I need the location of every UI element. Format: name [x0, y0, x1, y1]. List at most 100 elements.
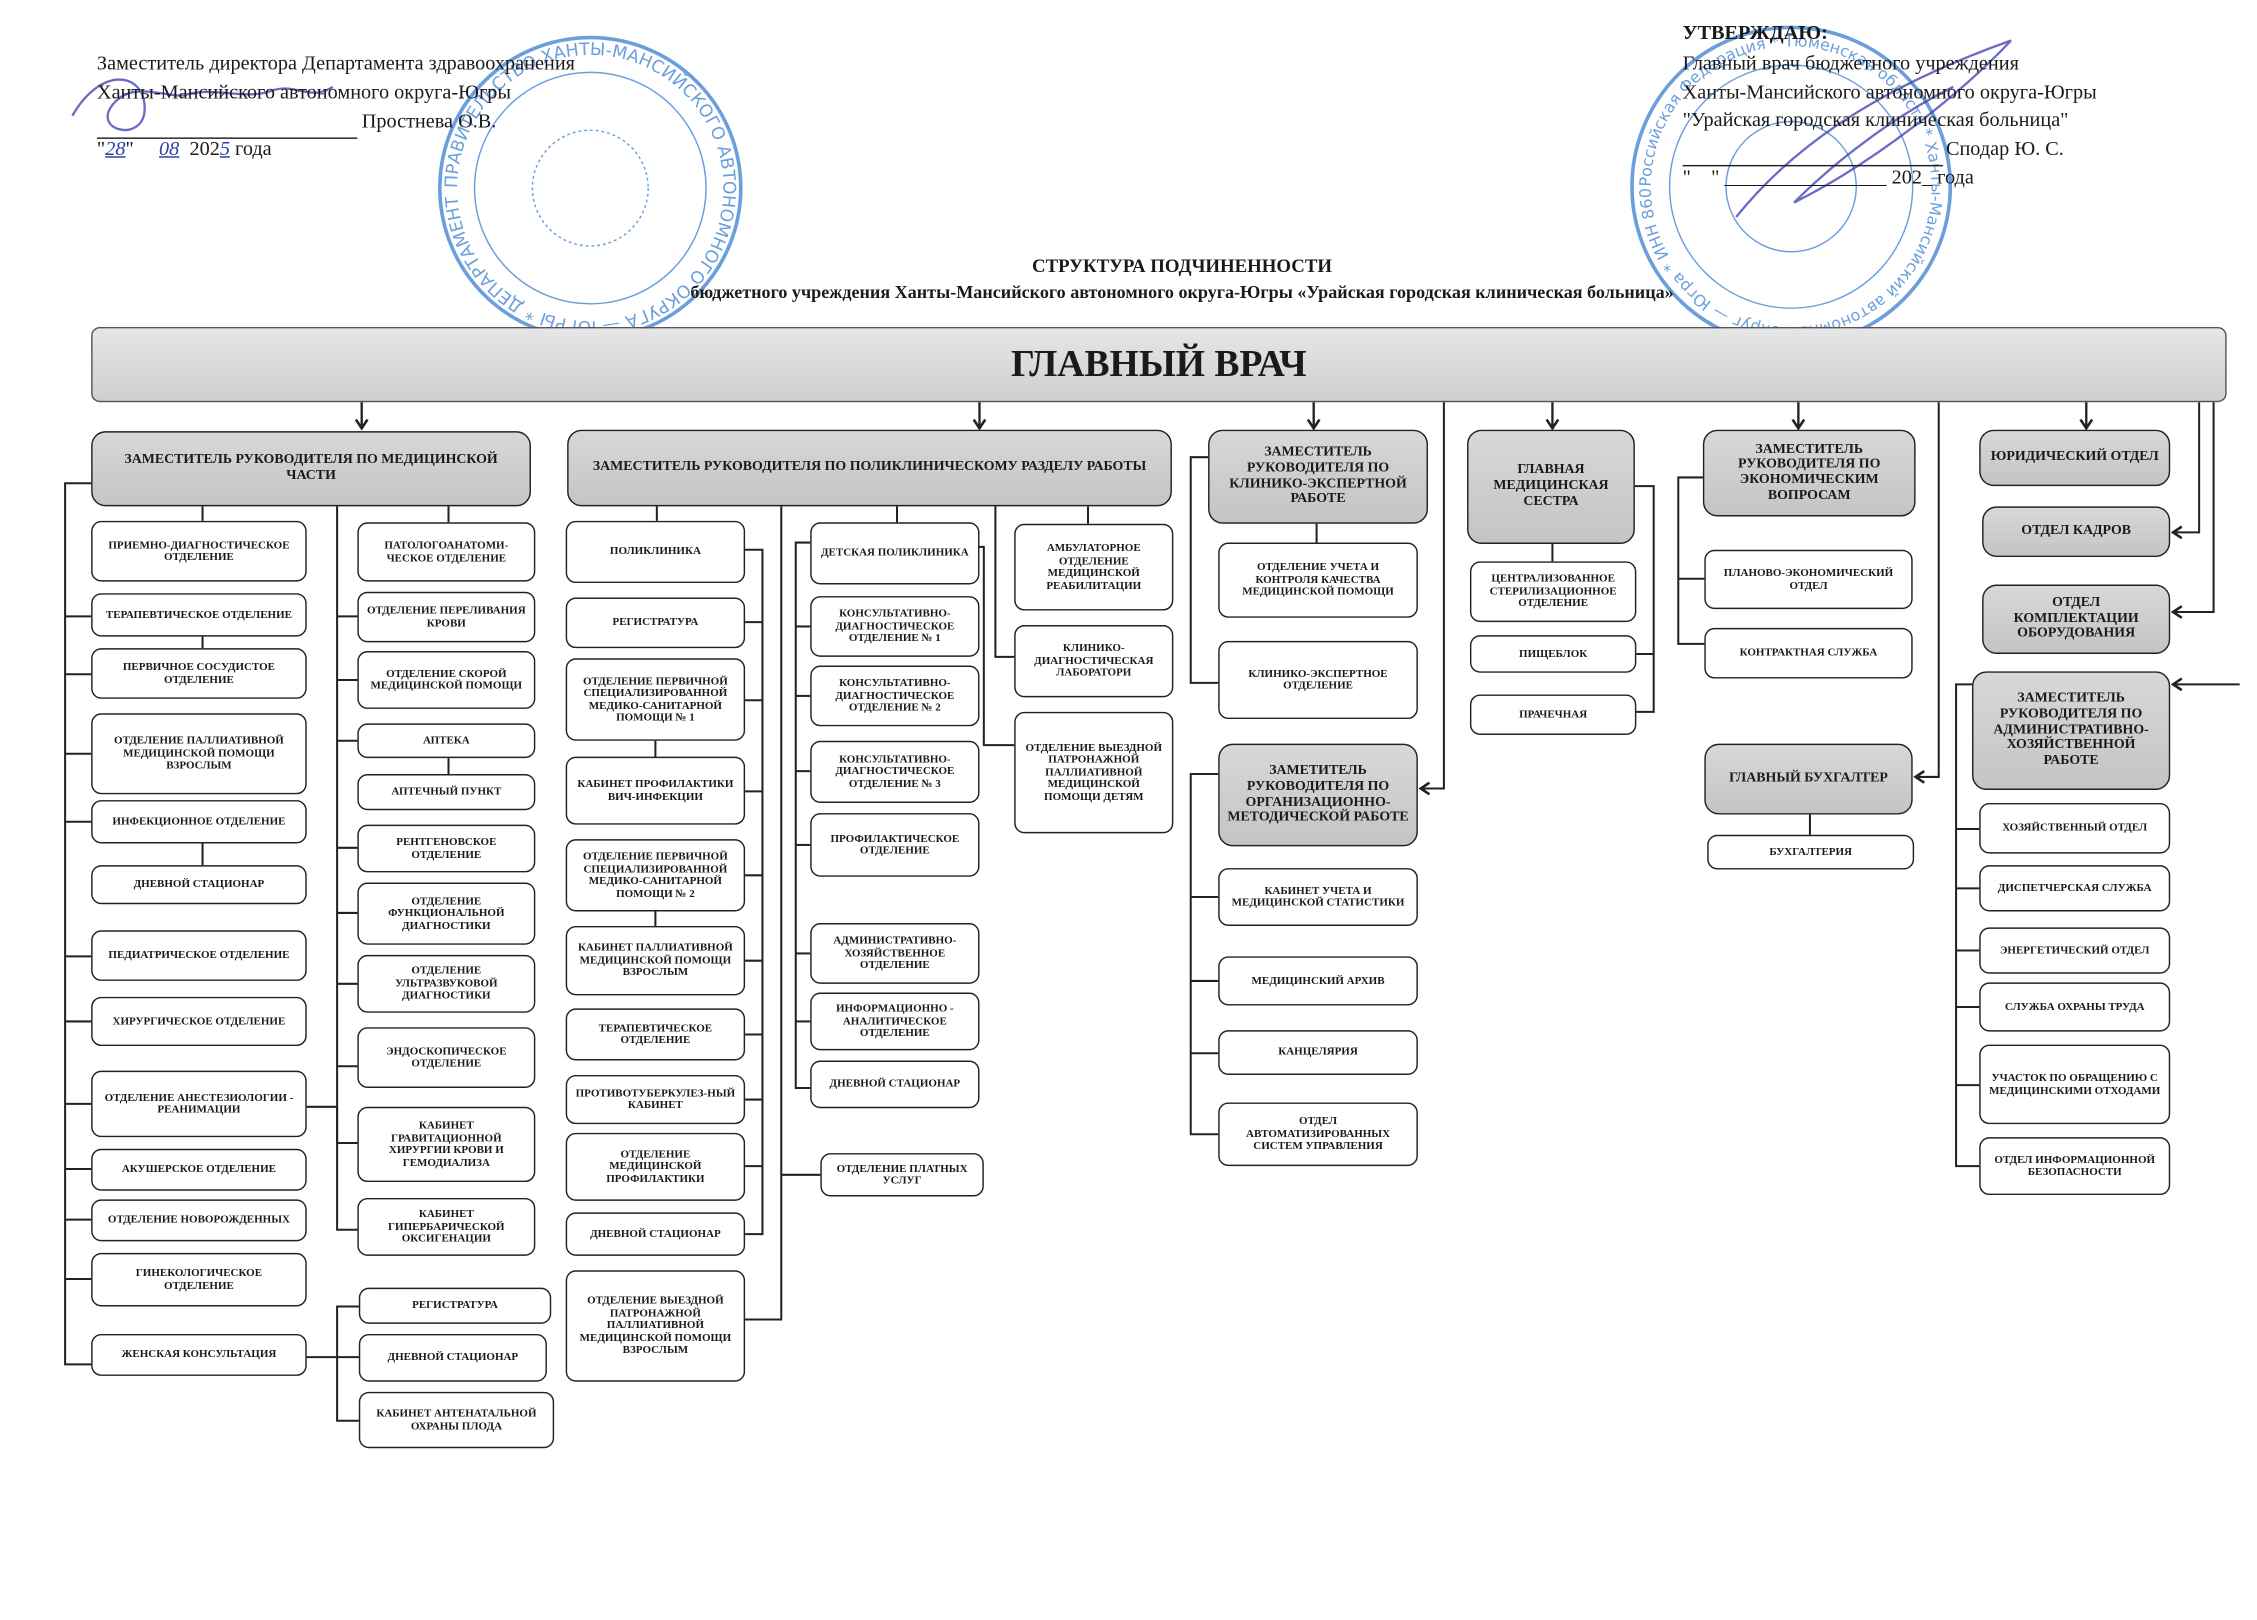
connector-line: [745, 548, 764, 1236]
approver-left-organization: Ханты-Мансийского автономного округа-Югр…: [96, 82, 512, 105]
administrative-unit-box: ДИСПЕТЧЕРСКАЯ СЛУЖБА: [1979, 865, 2171, 912]
connector-line: [794, 541, 811, 1090]
medical-unit-box: КАБИНЕТ АНТЕНАТАЛЬНОЙ ОХРАНЫ ПЛОДА: [358, 1391, 555, 1449]
polyclinic-unit-box: ТЕРАПЕВТИЧЕСКОЕ ОТДЕЛЕНИЕ: [565, 1008, 746, 1061]
arrowhead-icon: [1418, 781, 1431, 796]
polyclinic-unit-box: КОНСУЛЬТАТИВНО-ДИАГНОСТИЧЕСКОЕ ОТДЕЛЕНИЕ…: [810, 740, 980, 803]
nursing-unit-box: ПРАЧЕЧНАЯ: [1469, 694, 1637, 735]
medical-unit-box: РЕГИСТРАТУРА: [358, 1287, 552, 1324]
date-year-suffix: 5: [219, 138, 230, 161]
right-seal-stamp: Российская Федерация * Тюменская область…: [1628, 23, 1953, 348]
polyclinic-unit-box: ПОЛИКЛИНИКА: [565, 520, 746, 584]
approver-right-position: Главный врач бюджетного учреждения: [1682, 53, 2019, 76]
approver-left-date: "28" 08 2025 года: [96, 138, 272, 161]
date-year-prefix: 202: [189, 138, 220, 161]
connector-line: [1189, 456, 1219, 684]
document-title: СТРУКТУРА ПОДЧИНЕННОСТИ: [1031, 254, 1333, 277]
medical-unit-box: ПЕРВИЧНОЕ СОСУДИСТОЕ ОТДЕЛЕНИЕ: [91, 648, 307, 699]
approver-left-position: Заместитель директора Департамента здрав…: [96, 53, 575, 76]
medical-unit-box: ОТДЕЛЕНИЕ ПЕРЕЛИВАНИЯ КРОВИ: [357, 591, 536, 643]
polyclinic-unit-box: ОТДЕЛЕНИЕ ВЫЕЗДНОЙ ПАТРОНАЖНОЙ ПАЛЛИАТИВ…: [1014, 711, 1174, 834]
org-method-unit-box: ОТДЕЛ АВТОМАТИЗИРОВАННЫХ СИСТЕМ УПРАВЛЕН…: [1218, 1102, 1418, 1167]
date-month: 08: [159, 138, 180, 161]
polyclinic-unit-box: КОНСУЛЬТАТИВНО-ДИАГНОСТИЧЕСКОЕ ОТДЕЛЕНИЕ…: [810, 665, 980, 727]
connector-line: [2173, 402, 2201, 534]
polyclinic-unit-box: АДМИНИСТРАТИВНО-ХОЗЯЙСТВЕННОЕ ОТДЕЛЕНИЕ: [810, 923, 980, 984]
arrowhead-icon: [1913, 770, 1925, 784]
arrowhead-icon: [1545, 418, 1560, 431]
arrowhead-icon: [1306, 418, 1321, 431]
medical-unit-box: ОТДЕЛЕНИЕ ПАЛЛИАТИВНОЙ МЕДИЦИНСКОЙ ПОМОЩ…: [91, 713, 307, 795]
date-word: года: [1937, 167, 1974, 190]
deputy-administrative-box: ЗАМЕСТИТЕЛЬ РУКОВОДИТЕЛЯ ПО АДМИНИСТРАТИ…: [1971, 671, 2171, 790]
approver-left-name: Простнева О.В.: [361, 111, 497, 134]
polyclinic-unit-box: ПРОФИЛАКТИЧЕСКОЕ ОТДЕЛЕНИЕ: [810, 813, 980, 877]
connector-line: [1915, 402, 1940, 778]
medical-unit-box: АПТЕКА: [357, 723, 536, 759]
medical-unit-box: КАБИНЕТ ГРАВИТАЦИОННОЙ ХИРУРГИИ КРОВИ И …: [357, 1106, 536, 1183]
connector-line: [1677, 476, 1705, 645]
deputy-clinical-expert-box: ЗАМЕСТИТЕЛЬ РУКОВОДИТЕЛЯ ПО КЛИНИКО-ЭКСП…: [1208, 429, 1428, 524]
connector-line: [306, 1305, 359, 1359]
medical-unit-box: ХИРУРГИЧЕСКОЕ ОТДЕЛЕНИЕ: [91, 996, 307, 1047]
connector-line: [1189, 773, 1219, 1136]
arrowhead-icon: [2170, 605, 2183, 619]
medical-unit-box: АКУШЕРСКОЕ ОТДЕЛЕНИЕ: [91, 1148, 307, 1191]
medical-unit-box: ЭНДОСКОПИЧЕСКОЕ ОТДЕЛЕНИЕ: [357, 1027, 536, 1088]
medical-unit-box: ОТДЕЛЕНИЕ АНЕСТЕЗИОЛОГИИ - РЕАНИМАЦИИ: [91, 1070, 307, 1138]
date-day: 28: [105, 138, 126, 161]
administrative-unit-box: ОТДЕЛ ИНФОРМАЦИОННОЙ БЕЗОПАСНОСТИ: [1979, 1137, 2171, 1196]
medical-unit-box: ТЕРАПЕВТИЧЕСКОЕ ОТДЕЛЕНИЕ: [91, 593, 307, 637]
medical-unit-box: ОТДЕЛЕНИЕ НОВОРОЖДЕННЫХ: [91, 1199, 307, 1242]
polyclinic-unit-box: КОНСУЛЬТАТИВНО-ДИАГНОСТИЧЕСКОЕ ОТДЕЛЕНИЕ…: [810, 596, 980, 657]
polyclinic-unit-box: ДЕТСКАЯ ПОЛИКЛИНИКА: [810, 522, 980, 585]
approver-right-organization: Ханты-Мансийского автономного округа-Югр…: [1682, 82, 2097, 105]
administrative-unit-box: УЧАСТОК ПО ОБРАЩЕНИЮ С МЕДИЦИНСКИМИ ОТХО…: [1979, 1044, 2171, 1125]
left-signature: [71, 78, 334, 132]
left-seal-stamp: ПРАВИТЕЛЬСТВО ХАНТЫ-МАНСИЙСКОГО АВТОНОМН…: [434, 32, 743, 341]
connector-line: [994, 506, 1015, 658]
approver-right-hospital: "Урайская городская клиническая больница…: [1682, 109, 2069, 132]
org-method-unit-box: КАБИНЕТ УЧЕТА И МЕДИЦИНСКОЙ СТАТИСТИКИ: [1218, 868, 1418, 926]
connector-line: [1955, 683, 1980, 1168]
connector-line: [336, 1357, 359, 1422]
connector-line: [64, 482, 92, 1366]
polyclinic-unit-box: ОТДЕЛЕНИЕ ВЫЕЗДНОЙ ПАТРОНАЖНОЙ ПАЛЛИАТИВ…: [565, 1270, 746, 1382]
clinical-expert-unit-box: КЛИНИКО-ЭКСПЕРТНОЕ ОТДЕЛЕНИЕ: [1218, 640, 1418, 720]
arrowhead-icon: [1791, 418, 1806, 431]
connector-line: [306, 1105, 358, 1144]
medical-unit-box: ОТДЕЛЕНИЕ УЛЬТРАЗВУКОВОЙ ДИАГНОСТИКИ: [357, 954, 536, 1013]
medical-unit-box: КАБИНЕТ ГИПЕРБАРИЧЕСКОЙ ОКСИГЕНАЦИИ: [357, 1197, 536, 1256]
hr-department-box: ОТДЕЛ КАДРОВ: [1982, 506, 2171, 558]
approve-heading: УТВЕРЖДАЮ:: [1682, 23, 1828, 45]
chief-physician-box: ГЛАВНЫЙ ВРАЧ: [91, 326, 2227, 403]
administrative-unit-box: ХОЗЯЙСТВЕННЫЙ ОТДЕЛ: [1979, 802, 2171, 854]
connector-line: [745, 506, 783, 1321]
legal-department-box: ЮРИДИЧЕСКИЙ ОТДЕЛ: [1979, 429, 2171, 487]
arrowhead-icon: [972, 418, 987, 431]
polyclinic-unit-box: ДНЕВНОЙ СТАЦИОНАР: [810, 1060, 980, 1109]
nursing-unit-box: ПИЩЕБЛОК: [1469, 635, 1637, 673]
connector-line: [978, 545, 1015, 747]
clinical-expert-unit-box: ОТДЕЛЕНИЕ УЧЕТА И КОНТРОЛЯ КАЧЕСТВА МЕДИ…: [1218, 542, 1418, 618]
polyclinic-unit-box: ОТДЕЛЕНИЕ ПЕРВИЧНОЙ СПЕЦИАЛИЗИРОВАННОЙ М…: [565, 658, 746, 741]
deputy-medical-box: ЗАМЕСТИТЕЛЬ РУКОВОДИТЕЛЯ ПО МЕДИЦИНСКОЙ …: [91, 431, 531, 507]
document-subtitle: бюджетного учреждения Ханты-Мансийского …: [690, 282, 1674, 303]
signature-line: [96, 137, 358, 139]
date-year-prefix: 202: [1891, 167, 1922, 190]
medical-unit-box: ПРИЕМНО-ДИАГНОСТИЧЕСКОЕ ОТДЕЛЕНИЕ: [91, 520, 307, 582]
deputy-polyclinic-box: ЗАМЕСТИТЕЛЬ РУКОВОДИТЕЛЯ ПО ПОЛИКЛИНИЧЕС…: [567, 429, 1172, 507]
arrowhead-icon: [2170, 677, 2183, 692]
deputy-org-method-box: ЗАМЕТИТЕЛЬ РУКОВОДИТЕЛЯ ПО ОРГАНИЗАЦИОНН…: [1218, 743, 1418, 847]
approver-right-name: Сподар Ю. С.: [1945, 138, 2064, 161]
medical-unit-box: АПТЕЧНЫЙ ПУНКТ: [357, 774, 536, 811]
polyclinic-unit-box: АМБУЛАТОРНОЕ ОТДЕЛЕНИЕ МЕДИЦИНСКОЙ РЕАБИ…: [1014, 523, 1174, 611]
medical-unit-box: ИНФЕКЦИОННОЕ ОТДЕЛЕНИЕ: [91, 800, 307, 844]
polyclinic-unit-box: КАБИНЕТ ПРОФИЛАКТИКИ ВИЧ-ИНФЕКЦИИ: [565, 756, 746, 825]
connector-line: [2173, 402, 2215, 614]
polyclinic-unit-box: КАБИНЕТ ПАЛЛИАТИВНОЙ МЕДИЦИНСКОЙ ПОМОЩИ …: [565, 925, 746, 996]
nursing-unit-box: ЦЕНТРАЛИЗОВАННОЕ СТЕРИЛИЗАЦИОННОЕ ОТДЕЛЕ…: [1469, 561, 1637, 623]
medical-unit-box: ПЕДИАТРИЧЕСКОЕ ОТДЕЛЕНИЕ: [91, 930, 307, 981]
